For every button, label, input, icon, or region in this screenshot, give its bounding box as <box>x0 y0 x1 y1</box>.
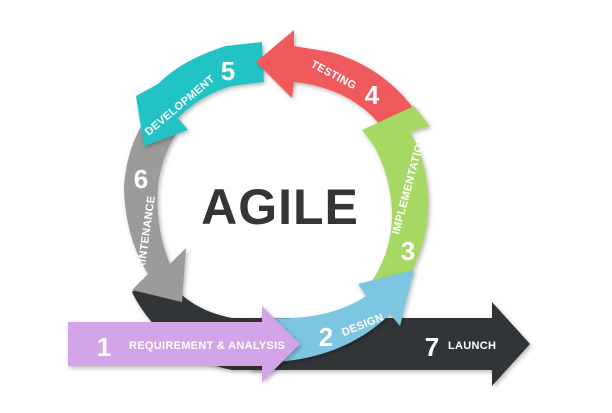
step-7-number: 7 <box>425 332 439 362</box>
development-arrow <box>136 42 264 146</box>
testing-arrow <box>256 30 420 130</box>
step-2-number: 2 <box>319 322 333 352</box>
step-7-label: LAUNCH <box>448 340 496 352</box>
step-5-number: 5 <box>221 56 235 86</box>
design-arrow <box>270 270 414 362</box>
requirement-analysis-arrow-shape <box>68 306 300 382</box>
step-6-number: 6 <box>134 164 148 194</box>
step-1-label: REQUIREMENT & ANALYSIS <box>129 340 285 352</box>
center-title: AGILE <box>201 179 359 235</box>
implementation-arrow-shape <box>362 106 430 296</box>
testing-arrow-shape <box>256 30 420 130</box>
requirement-analysis-arrow <box>68 306 300 382</box>
maintenance-arrow-shape <box>124 122 186 302</box>
development-arrow-shape <box>136 42 264 146</box>
implementation-arrow <box>362 106 430 296</box>
step-3-number: 3 <box>401 236 415 266</box>
step-1-number: 1 <box>97 332 111 362</box>
design-arrow-shape <box>270 270 414 362</box>
step-4-number: 4 <box>365 80 380 110</box>
